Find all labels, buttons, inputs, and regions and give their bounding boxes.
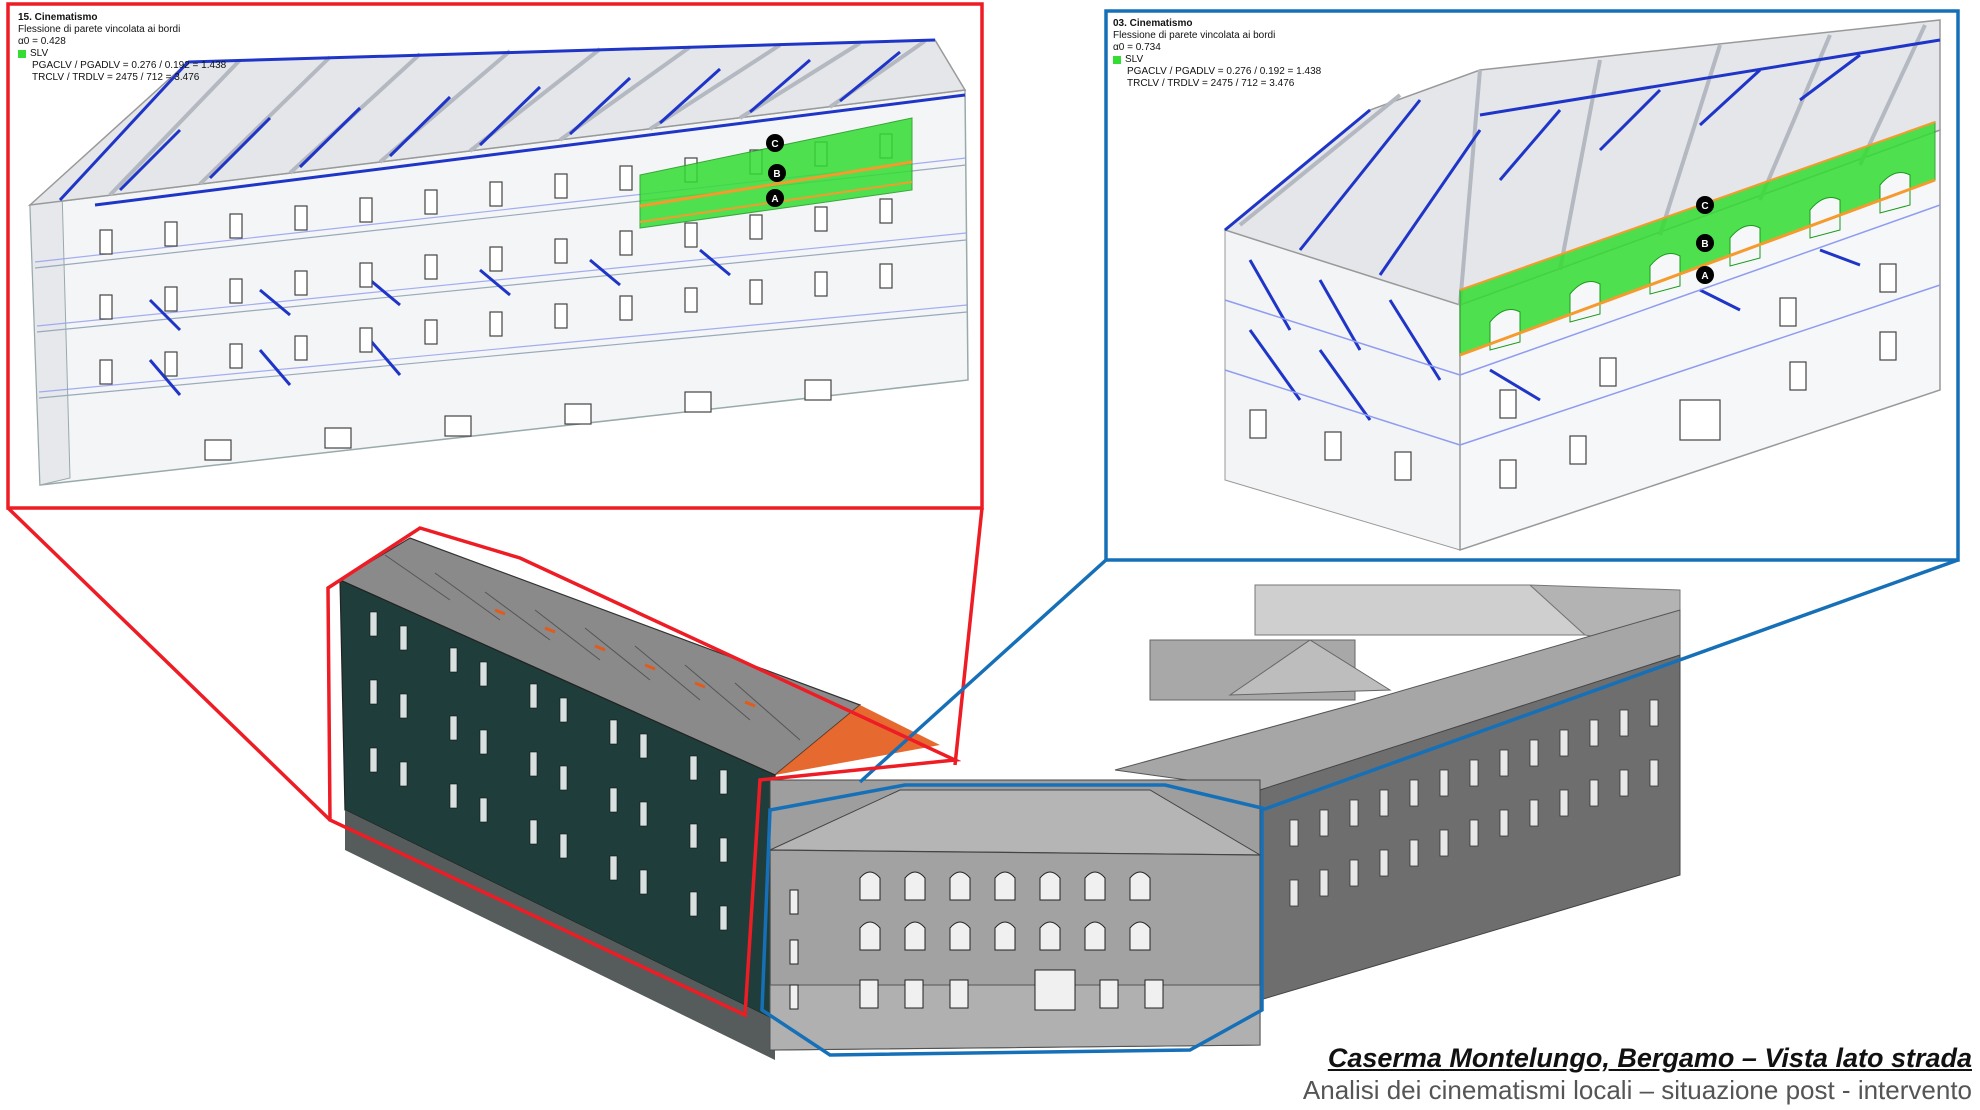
right-alpha-value: α0 = 0.734 bbox=[1113, 42, 1161, 53]
left-wing-outline bbox=[326, 526, 962, 1018]
right-limit-state: SLV bbox=[1125, 54, 1144, 65]
corner-block-outline bbox=[760, 783, 1264, 1057]
right-tr-ratio: TRCLV / TRDLV = 2475 / 712 = 3.476 bbox=[1127, 78, 1295, 89]
highlight-frames bbox=[6, 2, 1960, 1057]
left-alpha-value: α0 = 0.428 bbox=[18, 36, 66, 47]
slv-legend-swatch-right bbox=[1113, 56, 1121, 64]
left-panel-frame bbox=[6, 2, 984, 510]
marker-a-left: A bbox=[771, 194, 778, 205]
left-markers: C B A bbox=[766, 134, 786, 207]
caption: Caserma Montelungo, Bergamo – Vista lato… bbox=[1303, 1042, 1972, 1106]
right-leader-line-1 bbox=[858, 558, 1108, 784]
left-kinematic-title: 15. Cinematismo bbox=[18, 12, 98, 23]
caption-title: Caserma Montelungo, Bergamo – Vista lato… bbox=[1327, 1043, 1972, 1073]
marker-c-right: C bbox=[1701, 201, 1708, 212]
left-tr-ratio: TRCLV / TRDLV = 2475 / 712 = 3.476 bbox=[32, 72, 200, 83]
marker-b-right: B bbox=[1701, 239, 1708, 250]
main-building-model bbox=[338, 537, 1681, 1060]
right-kinematic-title: 03. Cinematismo bbox=[1113, 18, 1193, 29]
right-kinematic-info: 03. Cinematismo Flessione di parete vinc… bbox=[1113, 18, 1321, 90]
left-limit-state: SLV bbox=[30, 48, 49, 59]
caption-subtitle: Analisi dei cinematismi locali – situazi… bbox=[1302, 1075, 1972, 1105]
marker-a-right: A bbox=[1701, 271, 1708, 282]
right-kinematic-description: Flessione di parete vincolata ai bordi bbox=[1113, 30, 1276, 41]
left-leader-line-2 bbox=[953, 507, 984, 766]
slv-legend-swatch-left bbox=[18, 50, 26, 58]
right-panel-frame bbox=[1104, 9, 1960, 562]
left-kinematic-description: Flessione di parete vincolata ai bordi bbox=[18, 24, 181, 35]
right-detail-model bbox=[1223, 19, 1941, 552]
marker-b-left: B bbox=[773, 169, 780, 180]
left-pga-ratio: PGACLV / PGADLV = 0.276 / 0.192 = 1.438 bbox=[32, 60, 227, 71]
marker-c-left: C bbox=[771, 139, 778, 150]
left-kinematic-info: 15. Cinematismo Flessione di parete vinc… bbox=[18, 12, 226, 84]
left-detail-model bbox=[27, 38, 969, 486]
right-markers: C B A bbox=[1696, 196, 1714, 284]
right-pga-ratio: PGACLV / PGADLV = 0.276 / 0.192 = 1.438 bbox=[1127, 66, 1322, 77]
left-leader-line-1 bbox=[6, 506, 332, 822]
right-leader-line-2 bbox=[1261, 558, 1959, 812]
